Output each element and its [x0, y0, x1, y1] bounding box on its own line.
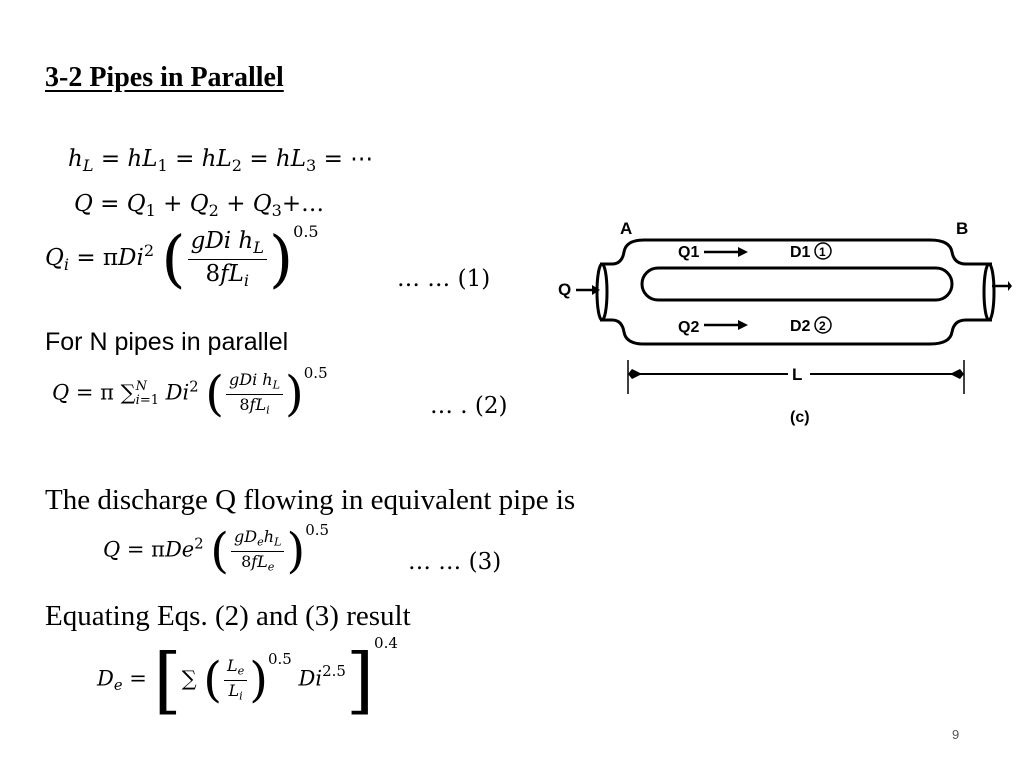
- label-d2: D2: [790, 318, 811, 335]
- inlet-end: [595, 262, 609, 322]
- outer-pipe: [600, 238, 992, 346]
- inner-divider: [640, 266, 954, 302]
- equation-1-label: … … (1): [397, 266, 491, 292]
- exponent: 0.5: [267, 649, 292, 668]
- label-d1: D1: [790, 244, 811, 261]
- label-q-inlet: Q: [558, 280, 571, 299]
- equation-2-label: … . (2): [430, 393, 508, 419]
- n-pipes-text: For N pipes in parallel: [45, 328, 289, 356]
- equation-3-label: … … (3): [408, 549, 502, 575]
- parallel-pipes-figure: A B Q Q1 D1 1 Q2 D2 2 L (c): [558, 219, 1012, 426]
- outlet-end: [982, 262, 996, 322]
- label-l: L: [792, 365, 802, 384]
- discharge-sum-equation: Q = Q1 + Q2 + Q3+…: [74, 191, 325, 220]
- equivalent-pipe-text: The discharge Q flowing in equivalent pi…: [45, 484, 576, 516]
- equating-text: Equating Eqs. (2) and (3) result: [45, 600, 411, 632]
- label-q1: Q1: [678, 244, 699, 261]
- label-q2: Q2: [678, 319, 699, 336]
- exponent: 0.5: [305, 520, 330, 539]
- exponent: 0.4: [374, 633, 398, 652]
- exponent: 2.5: [322, 661, 346, 680]
- figure-caption: (c): [790, 409, 810, 426]
- circle-1: 1: [819, 245, 826, 259]
- label-b: B: [956, 219, 968, 238]
- page-number: 9: [952, 727, 960, 742]
- slide-title: 3-2 Pipes in Parallel: [45, 62, 284, 93]
- label-a: A: [620, 219, 632, 238]
- circle-2: 2: [819, 319, 826, 333]
- exponent: 0.5: [293, 222, 319, 241]
- exponent: 0.5: [303, 363, 328, 382]
- head-loss-equation: hL = hL1 = hL2 = hL3 = ⋯: [68, 146, 374, 175]
